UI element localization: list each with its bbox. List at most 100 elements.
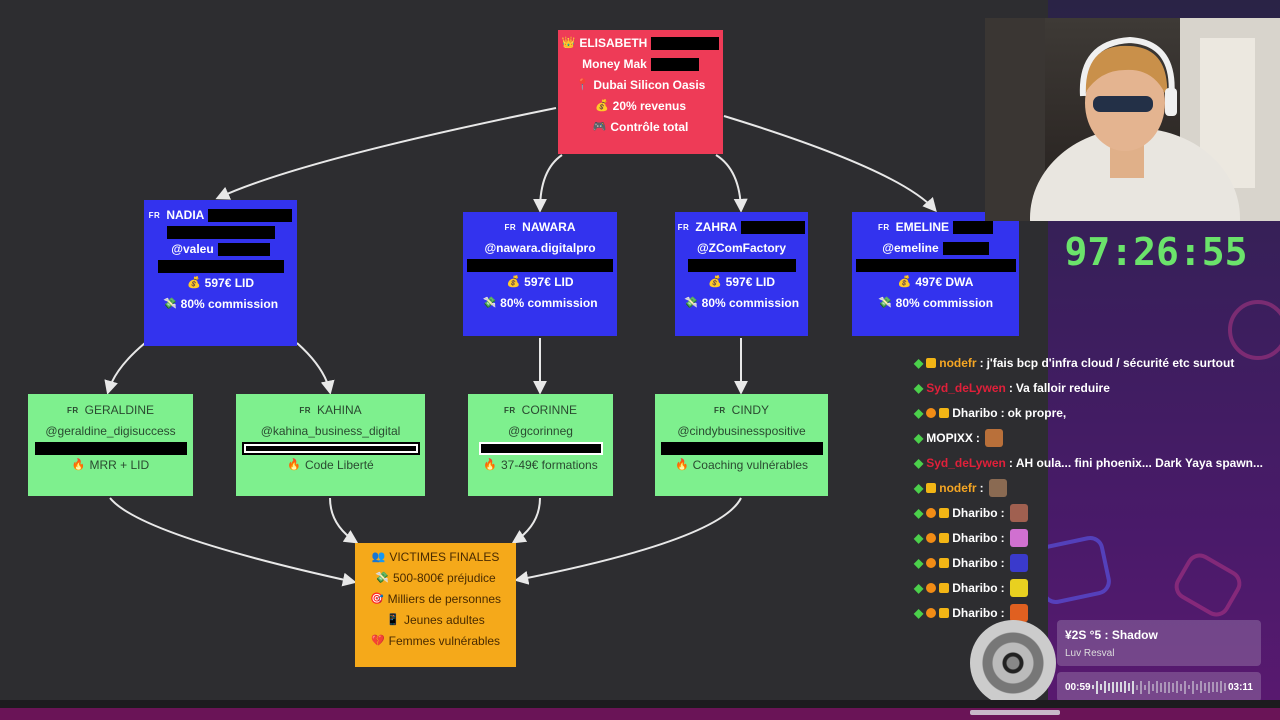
edge-geraldine-victims [109,497,357,587]
redaction-bar [650,58,699,71]
chat-message: ◆ Dharibo: [914,575,1280,600]
waveform-bar [1192,680,1195,694]
waveform-bar [1148,680,1151,694]
tier-badge-icon [926,607,937,618]
chat-emote [1009,503,1028,522]
chat-message: ◆MOPIXX: [914,425,1280,450]
edge-corinne-victims [511,497,541,544]
money-bag-icon: 💰 [186,277,201,289]
chat-feed: ◆ nodefr: j'fais bcp d'infra cloud / sécur… [914,350,1280,625]
music-player: ¥2S °5 : Shadow Luv Resval 00:59 03:11 [966,618,1266,708]
redaction-bar [855,259,1016,272]
waveform-bar [1188,685,1191,689]
waveform-bar [1104,681,1107,693]
edge-kahina-victims [329,497,359,544]
redaction-bar [651,37,720,50]
phone-icon: 📱 [386,614,400,626]
waveform-bar [1176,681,1179,693]
scrollbar-thumb[interactable] [970,710,1060,715]
flying-money-icon: 💸 [162,298,177,310]
chat-username[interactable]: nodefr [939,355,977,370]
chat-username[interactable]: nodefr [939,480,977,495]
chat-username[interactable]: Dharibo [952,555,998,570]
edge-root-nadia [215,107,557,200]
chat-message: ◆Dharibo: [914,500,1280,525]
chat-username[interactable]: Syd_deLywen [926,455,1006,470]
diamond-badge-icon: ◆ [914,430,924,445]
redaction-bar [478,442,603,455]
flying-money-icon: 💸 [482,297,497,309]
pin-icon: 📍 [575,79,590,91]
diamond-badge-icon: ◆ [914,480,924,495]
redaction-bar [467,259,613,272]
fire-icon: 🔥 [71,459,86,471]
chat-text: j'fais bcp d'infra cloud / sécurité etc … [986,355,1235,370]
waveform-bar [1224,683,1227,691]
total-time: 03:11 [1227,681,1253,693]
redaction-bar [34,442,187,455]
waveform-bar [1184,680,1187,694]
diamond-badge-icon: ◆ [914,530,924,545]
decor-shape [1228,300,1280,360]
chat-username[interactable]: Dharibo [952,405,998,420]
chat-username[interactable]: Dharibo [952,580,998,595]
chat-text: AH oula... fini phoenix... Dark Yaya spa… [1015,455,1264,470]
crown-icon: 👑 [561,37,576,49]
edge-root-emeline [723,115,937,213]
people-icon: 👥 [371,551,386,563]
waveform-bar [1220,681,1223,693]
edge-nadia-geraldine [104,342,146,395]
waveform-bar [1180,683,1183,691]
diamond-badge-icon: ◆ [914,580,924,595]
streamer-image [985,18,1280,221]
chat-username[interactable]: MOPIXX [926,430,973,445]
chat-username[interactable]: Dharibo [952,505,998,520]
waveform-bar [1136,684,1139,690]
chat-separator: : [1000,580,1005,595]
crown-badge-icon [939,557,950,568]
diamond-badge-icon: ◆ [914,380,924,395]
chat-username[interactable]: Dharibo [952,530,998,545]
redaction-bar [953,221,993,234]
chat-message: ◆ nodefr: [914,475,1280,500]
diamond-badge-icon: ◆ [914,355,924,370]
song-info-card: ¥2S °5 : Shadow Luv Resval [1057,620,1261,666]
chat-username[interactable]: Dharibo [952,605,998,620]
flying-money-icon: 💸 [683,297,698,309]
waveform-bar [1124,681,1127,693]
redaction-bar [166,226,275,239]
waveform-bar [1196,684,1199,690]
money-bag-icon: 💰 [506,276,521,288]
waveform-bar [1128,683,1131,691]
diamond-badge-icon: ◆ [914,555,924,570]
chat-text: Va falloir reduire [1015,380,1110,395]
chat-emote [988,478,1007,497]
chat-separator: : [1008,455,1013,470]
waveform-bar [1164,681,1167,693]
redaction-bar [660,442,823,455]
crown-badge-icon [926,482,937,493]
redaction-bar [157,260,284,273]
album-art-disc [970,620,1056,706]
chat-message: ◆Dharibo: [914,550,1280,575]
waveform-bar [1096,680,1099,694]
tier-badge-icon [926,532,937,543]
money-bag-icon: 💰 [897,276,912,288]
chat-username[interactable]: Syd_deLywen [926,380,1006,395]
tier-badge-icon [926,507,937,518]
chat-message: ◆Syd_deLywen:AH oula... fini phoenix... … [914,450,1280,475]
waveform-bar [1144,684,1147,690]
chat-separator: : [979,480,984,495]
elapsed-time: 00:59 [1065,681,1091,693]
playback-progress: 00:59 03:11 [1057,672,1261,702]
chat-separator: : [1000,530,1005,545]
chat-emote [984,428,1003,447]
song-title: ¥2S °5 : Shadow [1065,628,1158,642]
waveform-bar [1092,685,1095,689]
chat-message: ◆nodefr:j'fais bcp d'infra cloud / sécur… [914,350,1280,375]
chat-separator: : [1000,605,1005,620]
